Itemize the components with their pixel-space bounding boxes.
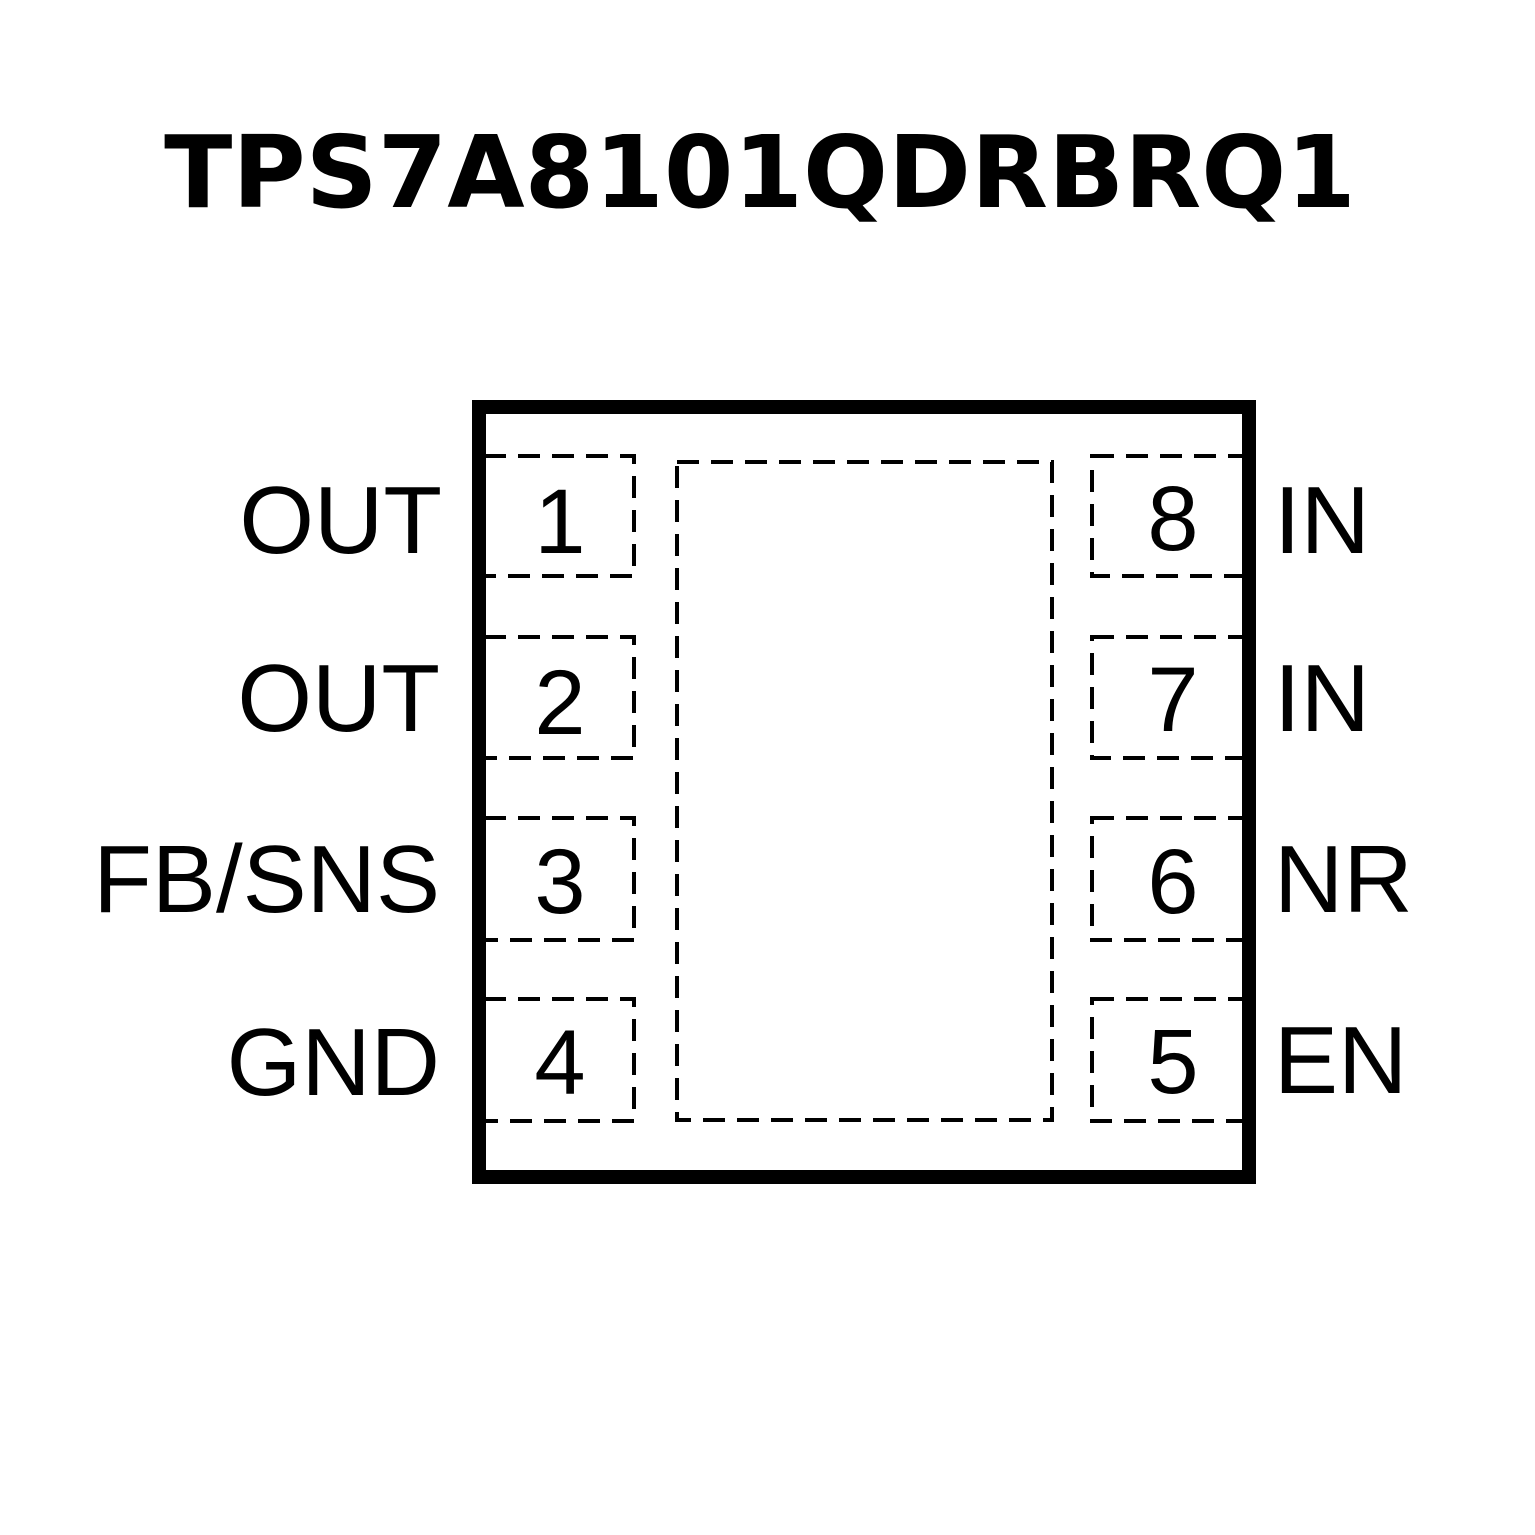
- pin-name: IN: [1274, 645, 1370, 752]
- pin-name: FB/SNS: [93, 826, 440, 933]
- left-pins: 1 OUT 2 OUT 3 FB/SNS 4 GND: [93, 454, 636, 1123]
- pin-pad: [482, 997, 636, 1123]
- pin-name: OUT: [237, 645, 440, 752]
- pin-5: 5 EN: [1090, 997, 1407, 1123]
- pin-8: 8 IN: [1090, 454, 1370, 578]
- pin-name: GND: [227, 1009, 440, 1116]
- pin-name: OUT: [239, 467, 442, 574]
- pin-pad: [482, 816, 636, 942]
- pin-6: 6 NR: [1090, 816, 1413, 942]
- pin-number: 5: [1147, 1011, 1198, 1113]
- pin-pad: [482, 454, 636, 578]
- pin-pad: [1090, 635, 1247, 760]
- pin-number: 7: [1147, 649, 1198, 751]
- pin-7: 7 IN: [1090, 635, 1370, 760]
- pin-pad: [482, 635, 636, 760]
- right-pins: 8 IN 7 IN 6 NR 5 EN: [1090, 454, 1413, 1123]
- pin-number: 3: [534, 831, 585, 933]
- pin-number: 6: [1147, 831, 1198, 933]
- pin-pad: [1090, 997, 1247, 1123]
- pin-2: 2 OUT: [237, 635, 636, 760]
- pin-name: NR: [1274, 826, 1413, 933]
- pin-name: EN: [1274, 1007, 1407, 1114]
- pin-number: 2: [534, 652, 585, 754]
- pin-name: IN: [1274, 467, 1370, 574]
- part-number-title: TPS7A8101QDRBRQ1: [164, 114, 1356, 231]
- pin-4: 4 GND: [227, 997, 636, 1123]
- pin-pad: [1090, 816, 1247, 942]
- pin-1: 1 OUT: [239, 454, 636, 578]
- thermal-pad: [675, 460, 1054, 1122]
- pin-3: 3 FB/SNS: [93, 816, 636, 942]
- pin-number: 4: [534, 1012, 585, 1114]
- pin-pad: [1090, 454, 1247, 578]
- package-outline: [472, 400, 1256, 1184]
- pin-number: 1: [534, 471, 585, 573]
- pin-number: 8: [1147, 468, 1198, 570]
